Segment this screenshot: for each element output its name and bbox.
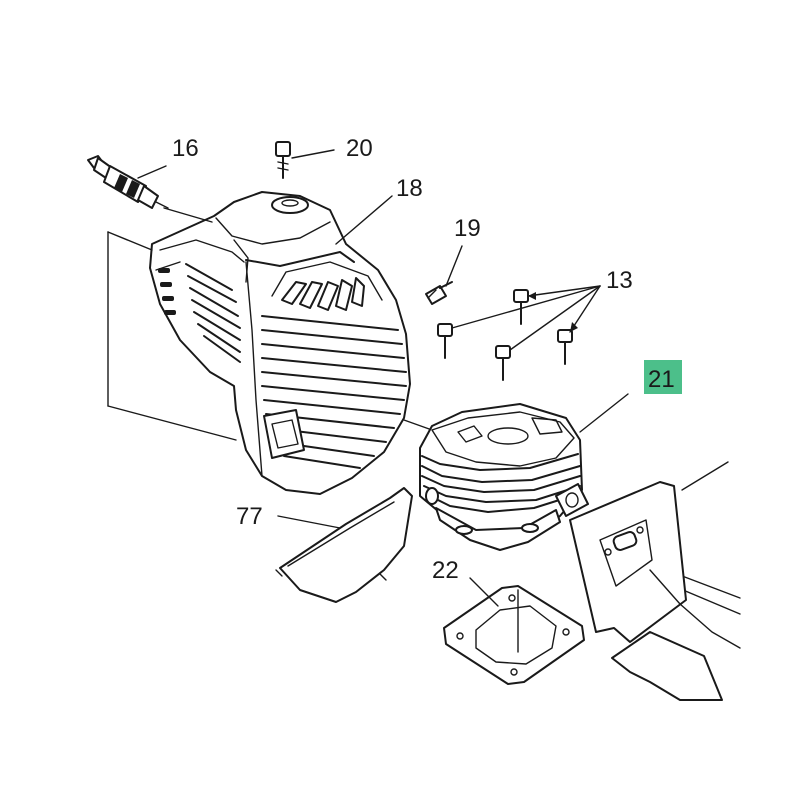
leader-20 — [291, 149, 335, 159]
callout-21: 21 — [648, 366, 675, 393]
callout-18: 18 — [396, 175, 423, 202]
leader-77 — [277, 515, 341, 529]
screw-19 — [425, 281, 453, 305]
cylinder — [419, 403, 589, 551]
leader-16 — [137, 165, 167, 179]
leader-19 — [445, 245, 463, 287]
callout-20: 20 — [346, 135, 373, 162]
cylinder-cover — [149, 191, 411, 495]
callout-16: 16 — [172, 135, 199, 162]
callout-19: 19 — [454, 215, 481, 242]
leader-18 — [335, 195, 393, 245]
callout-22: 22 — [432, 557, 459, 584]
screw-13-b — [437, 323, 453, 359]
leader-13 — [451, 285, 601, 351]
callout-13: 13 — [606, 267, 633, 294]
screw-13-c — [495, 345, 511, 381]
base-gasket — [443, 585, 585, 685]
leader-21 — [579, 393, 629, 433]
cover-screw — [275, 141, 291, 179]
leader-22 — [469, 577, 499, 607]
exhaust-gasket-plate — [569, 481, 687, 643]
spark-plug — [87, 155, 169, 209]
callout-77: 77 — [236, 503, 263, 530]
cover-plate — [275, 487, 413, 603]
callout-21-highlight — [644, 360, 682, 394]
exhaust-bracket — [611, 461, 741, 701]
screw-13-d — [557, 329, 573, 365]
cylinder-screws — [437, 289, 573, 381]
